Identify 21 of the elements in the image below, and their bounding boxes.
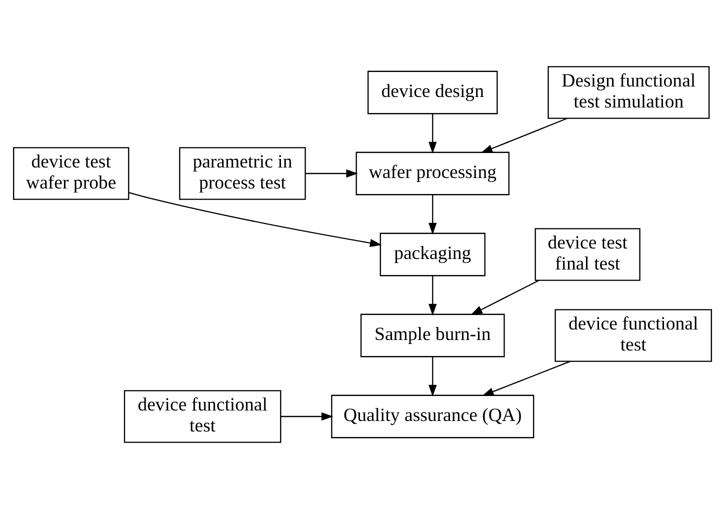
node-box: Quality assurance (QA) [331,394,534,438]
node-box: packaging [380,232,486,276]
arrow [428,356,437,396]
node-box: device test final test [534,228,640,280]
arrow [428,275,437,316]
node-box: Design functional test simulation [548,66,710,118]
node-box: Sample burn-in [360,313,505,357]
node-box: device functional test [554,308,712,362]
arrow [306,168,358,178]
arrow [128,191,382,247]
node-box: wafer processing [356,151,510,195]
node-box: device functional test [124,390,282,442]
node-box: parametric in process test [179,146,306,200]
arrow [428,194,437,234]
arrow [470,279,540,315]
arrow [280,412,334,420]
arrow [428,113,437,154]
node-box: device design [367,70,498,114]
arrow [480,117,568,153]
arrow [482,360,571,396]
node-box: device test wafer probe [13,146,130,200]
